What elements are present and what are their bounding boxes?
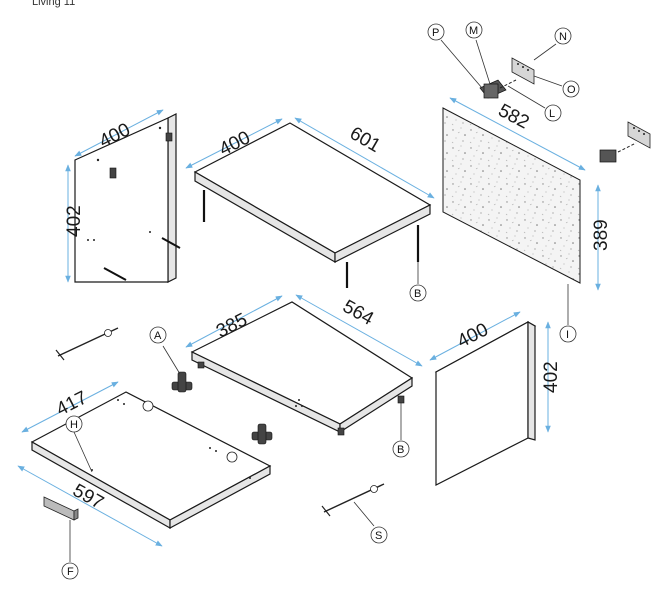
callout-n xyxy=(554,27,572,45)
callout-f-label: F xyxy=(67,566,74,578)
callout-i xyxy=(559,325,577,343)
connector-bolt-left xyxy=(55,327,119,361)
callout-s xyxy=(370,526,388,544)
callout-b-bottom-label: B xyxy=(397,444,404,456)
side-panel-right xyxy=(434,320,537,486)
dim-top-width: 601 xyxy=(346,123,384,157)
callout-h xyxy=(65,415,83,433)
dim-arrow-top-depth xyxy=(185,118,283,169)
back-panel xyxy=(442,107,581,284)
callout-o xyxy=(562,80,580,98)
callout-b-top xyxy=(409,284,427,302)
dim-arrow-shelf-width xyxy=(295,294,423,367)
callout-i-label: I xyxy=(566,329,569,341)
callout-f xyxy=(61,562,79,580)
adjustable-foot-2 xyxy=(251,423,273,445)
dim-arrow-bottom-width xyxy=(17,465,163,547)
plinth-clip xyxy=(43,496,79,521)
callout-m-label: M xyxy=(469,25,478,37)
callout-m xyxy=(465,21,483,39)
callout-a-label: A xyxy=(154,330,162,342)
header-label: Living 11 xyxy=(32,0,75,8)
callout-l-label: L xyxy=(549,108,555,120)
callout-o-label: O xyxy=(567,84,576,96)
dim-arrow-top-width xyxy=(294,117,435,199)
callout-b-top-label: B xyxy=(414,288,421,300)
adjustable-foot-1 xyxy=(171,371,193,393)
callout-h-label: H xyxy=(70,419,78,431)
cam-fitting-left xyxy=(109,167,117,179)
dim-back-width: 582 xyxy=(495,100,533,133)
dim-arrow-shelf-depth xyxy=(185,295,283,348)
dim-arrow-side-left-width xyxy=(74,109,164,157)
hanging-bracket-detail xyxy=(599,121,651,163)
hanging-bracket-assembly xyxy=(479,57,535,99)
callout-p xyxy=(427,23,445,41)
callout-n-label: N xyxy=(559,31,567,43)
dim-shelf-width: 564 xyxy=(339,296,377,330)
callout-s-label: S xyxy=(375,530,382,542)
callout-a xyxy=(149,326,167,344)
dim-side-left-height: 402 xyxy=(64,205,85,237)
connector-bolt-right xyxy=(321,483,385,517)
callout-b-bottom xyxy=(392,440,410,458)
callout-l xyxy=(544,104,562,122)
dim-side-right-height: 402 xyxy=(541,361,562,393)
dim-arrow-bottom-depth xyxy=(21,381,119,433)
dim-back-height: 389 xyxy=(591,219,612,251)
callout-p-label: P xyxy=(432,27,439,39)
dim-arrow-back-width xyxy=(449,97,586,171)
dim-arrow-side-right-width xyxy=(429,311,521,361)
